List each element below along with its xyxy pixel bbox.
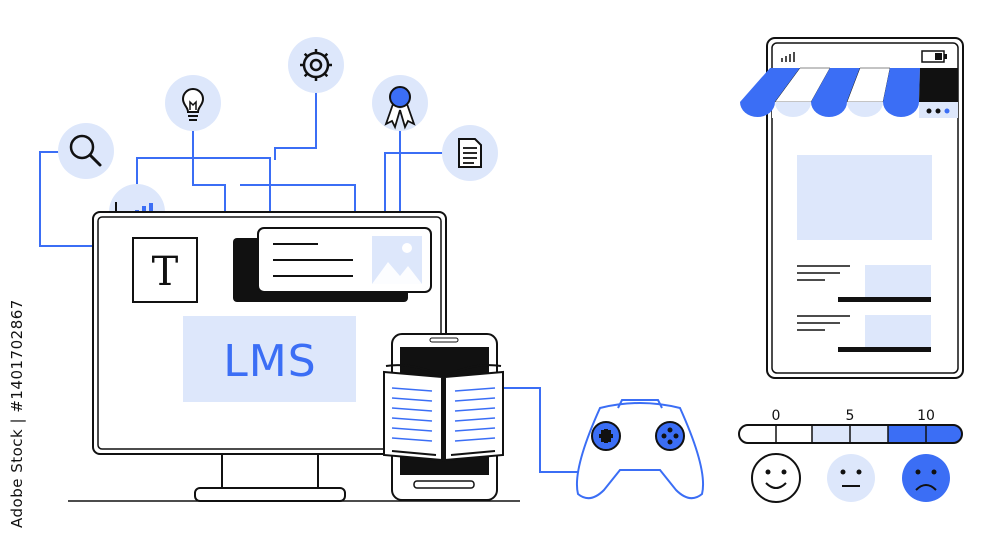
scale-label-5: 5 [846, 408, 855, 424]
scale-label-0: 0 [772, 408, 781, 424]
neutral-face-icon [827, 454, 875, 502]
award-ribbon-icon [372, 75, 428, 131]
awning [740, 67, 958, 118]
battery-icon [921, 50, 947, 63]
connector-lines [39, 88, 580, 473]
text-tool-tile: T [132, 237, 198, 303]
smiley-icon [751, 453, 801, 503]
sad-face-icon [902, 454, 950, 502]
gear-icon [288, 37, 344, 93]
list-item [797, 315, 931, 352]
text-tool-glyph: T [152, 249, 179, 295]
rating-scale: 0 5 10 [738, 408, 963, 444]
search-icon [58, 123, 114, 179]
scale-label-10: 10 [917, 408, 935, 424]
content-card [233, 227, 432, 302]
mobile-storefront [740, 37, 964, 379]
lms-banner: LMS [183, 316, 356, 402]
product-image-placeholder [797, 155, 932, 240]
gamepad-icon [575, 399, 705, 500]
lightbulb-icon [165, 75, 221, 131]
document-icon [442, 125, 498, 181]
image-icon [372, 236, 422, 284]
list-item [797, 265, 931, 302]
open-book-icon [383, 364, 504, 462]
stock-watermark: Adobe Stock | #1401702867 [8, 299, 26, 528]
lms-label: LMS [223, 336, 316, 387]
signal-icon [781, 52, 795, 62]
